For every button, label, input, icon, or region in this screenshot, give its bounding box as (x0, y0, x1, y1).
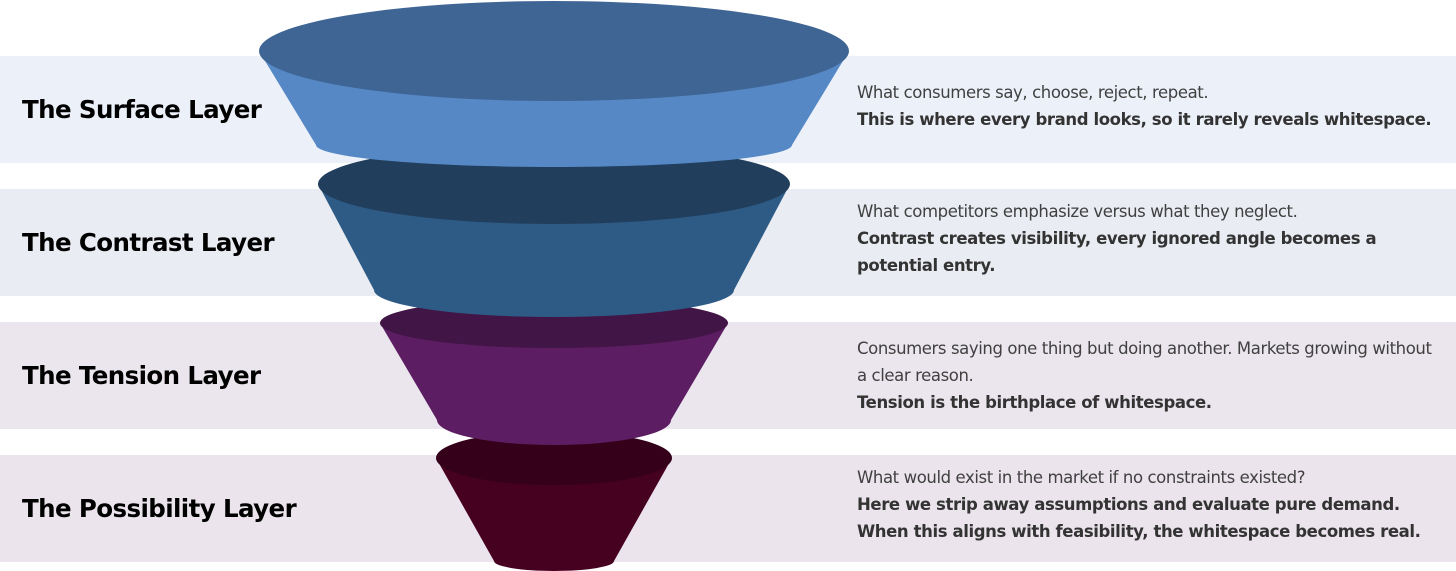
funnel-top-possibility (436, 431, 672, 485)
layer-title-possibility: The Possibility Layer (22, 494, 297, 523)
funnel-segment-tension (380, 298, 728, 445)
layer-title-contrast: The Contrast Layer (22, 228, 275, 257)
layer-band-tension (0, 322, 1456, 429)
layer-description-contrast: What competitors emphasize versus what t… (857, 198, 1442, 279)
layer-lead-text: What competitors emphasize versus what t… (857, 202, 1298, 221)
layer-description-tension: Consumers saying one thing but doing ano… (857, 335, 1442, 416)
funnel-top-surface (259, 1, 849, 101)
layer-note-text: Here we strip away assumptions and evalu… (857, 495, 1421, 541)
layer-title-tension: The Tension Layer (22, 361, 261, 390)
funnel-body-tension (380, 323, 728, 445)
funnel-segment-possibility (436, 431, 672, 571)
layer-title-surface: The Surface Layer (22, 95, 262, 124)
layer-note-text: Tension is the birthplace of whitespace. (857, 393, 1212, 412)
funnel-segment-surface (259, 1, 849, 167)
funnel-segment-contrast (318, 144, 790, 317)
layer-description-possibility: What would exist in the market if no con… (857, 464, 1442, 545)
funnel-body-possibility (436, 458, 672, 571)
layer-lead-text: What consumers say, choose, reject, repe… (857, 83, 1209, 102)
layer-note-text: Contrast creates visibility, every ignor… (857, 229, 1377, 275)
layer-note-text: This is where every brand looks, so it r… (857, 110, 1432, 129)
layer-lead-text: Consumers saying one thing but doing ano… (857, 339, 1432, 385)
layer-lead-text: What would exist in the market if no con… (857, 468, 1306, 487)
layer-description-surface: What consumers say, choose, reject, repe… (857, 79, 1442, 133)
layer-band-possibility (0, 455, 1456, 562)
